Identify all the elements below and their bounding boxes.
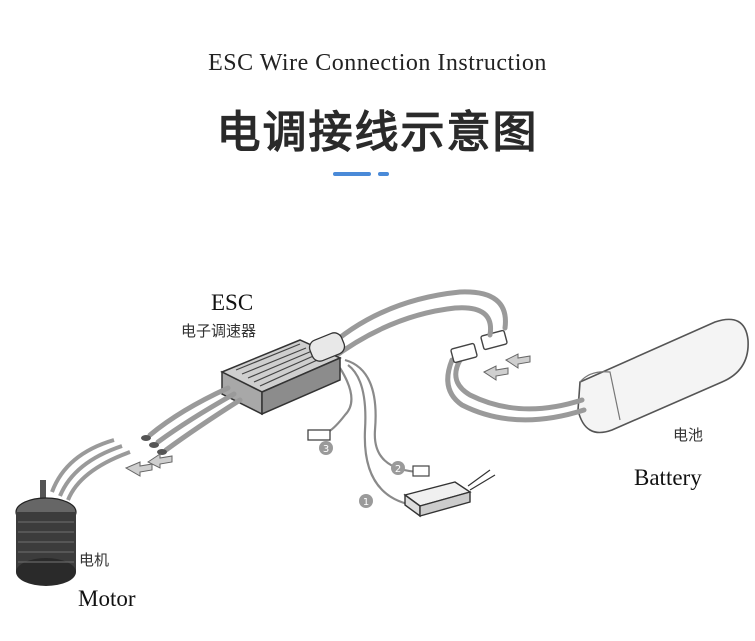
motor (15, 438, 131, 586)
signal-wires (327, 358, 421, 507)
accent-bar-long (333, 172, 371, 176)
battery-label-cn: 电池 (673, 426, 704, 444)
accent-bar-short (378, 172, 389, 176)
callout-3: 3 (319, 441, 333, 455)
svg-text:3: 3 (323, 444, 329, 455)
esc-label-en: ESC (211, 290, 254, 315)
battery-leads (445, 357, 587, 423)
arrows (124, 353, 531, 477)
esc-power-wires (322, 289, 508, 363)
bec-plug (307, 429, 331, 441)
svg-text:1: 1 (363, 497, 369, 508)
title-english: ESC Wire Connection Instruction (208, 50, 547, 76)
callout-2: 2 (391, 461, 405, 475)
motor-label-en: Motor (78, 586, 136, 611)
battery-pack (577, 318, 749, 434)
svg-text:2: 2 (395, 464, 401, 475)
motor-label-cn: 电机 (79, 551, 110, 569)
xt-connector-pair (450, 329, 508, 364)
callout-1: 1 (359, 494, 373, 508)
receiver (403, 465, 496, 518)
esc-motor-leads (147, 385, 243, 453)
esc-body (220, 332, 346, 416)
esc-label-cn: 电子调速器 (181, 322, 257, 340)
esc-bullet-plugs (141, 435, 167, 455)
battery-label-en: Battery (634, 465, 702, 490)
title-chinese: 电调接线示意图 (216, 107, 539, 158)
